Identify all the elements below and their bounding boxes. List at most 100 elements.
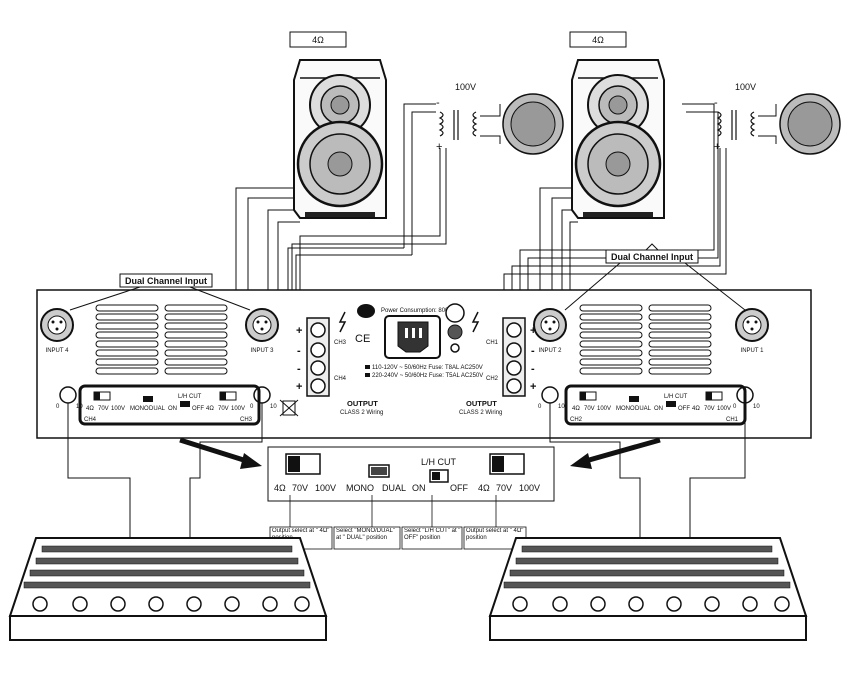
terminal-ch2-label: CH2 (486, 376, 499, 382)
transformer-left-label: 100V (455, 82, 476, 92)
svg-text:70V: 70V (98, 406, 109, 412)
svg-text:10: 10 (558, 404, 565, 410)
terminal-ch1-label: CH1 (486, 340, 499, 346)
amplifier-panel: INPUT 4 INPUT 3 INPUT 2 INPUT 1 Dual Cha… (36, 243, 812, 439)
svg-text:70V: 70V (584, 406, 595, 412)
ce-mark: CE (355, 333, 370, 345)
voltage-line-2: 220-240V ~ 50/60Hz Fuse: T5AL AC250V (372, 373, 483, 379)
lh-cut-selector[interactable]: L/H CUT ON OFF (412, 457, 468, 493)
note-output-select-right: Output select at " 4Ω" position (466, 528, 524, 541)
transformer-right: 100V - + (714, 82, 841, 155)
ch-tag-ch2: CH2 (570, 417, 583, 423)
svg-text:DUAL: DUAL (382, 483, 406, 493)
transformer-right-plus: + (714, 141, 720, 153)
note-lh-cut: Select "L/H CUT" at " OFF" position (404, 528, 461, 541)
svg-text:ON: ON (654, 406, 663, 412)
speaker-left: 4Ω (289, 31, 387, 219)
speaker-left-port (305, 212, 375, 217)
svg-text:-: - (531, 363, 535, 375)
xlr-input-2[interactable]: INPUT 2 (533, 308, 567, 354)
impedance-selector-right[interactable]: 4Ω 70V 100V (478, 453, 540, 493)
svg-text:4Ω: 4Ω (274, 483, 286, 493)
terminal-block-left: + - - + CH3 CH4 (296, 311, 347, 397)
power-inlet-area: Power Consumption: 800W CE 110-120V ~ 50… (355, 303, 483, 379)
switch-group-left: 4Ω 70V 100V MONO DUAL L/H CUT ON OFF 4Ω … (78, 384, 261, 426)
transformer-right-minus: - (714, 97, 718, 109)
xlr-input-4[interactable]: INPUT 4 (40, 308, 74, 354)
vent-grille-left (95, 304, 228, 375)
speaker-left-impedance-box (289, 31, 347, 48)
certification-icon (445, 303, 465, 323)
note-mono-dual: Select "MONO/DUAL" at " DUAL" position (336, 528, 395, 541)
svg-text:70V: 70V (704, 406, 715, 412)
terminal-screw[interactable] (506, 360, 522, 376)
svg-text:L/H CUT: L/H CUT (421, 457, 457, 467)
output-sub-right: CLASS 2 Wiring (459, 410, 502, 416)
svg-text:100V: 100V (111, 406, 125, 412)
svg-text:70V: 70V (292, 483, 308, 493)
speaker-right: 4Ω (569, 31, 665, 219)
svg-text:MONO: MONO (130, 406, 149, 412)
zoom-arrows (179, 437, 661, 469)
ch-tag-ch3: CH3 (240, 417, 253, 423)
dual-channel-left-label: Dual Channel Input (125, 276, 207, 286)
speaker-right-impedance: 4Ω (592, 35, 604, 45)
svg-text:100V: 100V (231, 406, 245, 412)
ch-tag-ch4: CH4 (84, 417, 97, 423)
svg-text:+: + (296, 381, 302, 393)
transformer-left: 100V - + (436, 82, 564, 155)
terminal-screw[interactable] (310, 322, 326, 338)
transformer-left-minus: - (436, 97, 440, 109)
svg-text:MONO: MONO (346, 483, 374, 493)
ground-screw-icon (450, 343, 460, 353)
instruction-notes: Output select at " 4Ω" position Select "… (269, 526, 527, 550)
impedance-selector-left[interactable]: 4Ω 70V 100V (274, 453, 336, 493)
svg-text:+: + (530, 325, 536, 337)
terminal-screw[interactable] (310, 360, 326, 376)
rohs-icon (447, 324, 463, 340)
mixer-left (8, 537, 328, 641)
svg-text:0: 0 (56, 404, 60, 410)
svg-text:100V: 100V (519, 483, 540, 493)
dual-channel-right-label: Dual Channel Input (611, 252, 693, 262)
svg-text:+: + (530, 381, 536, 393)
mono-dual-selector[interactable]: MONO DUAL (346, 464, 406, 493)
output-sub-left: CLASS 2 Wiring (340, 410, 383, 416)
svg-text:0: 0 (733, 404, 737, 410)
svg-text:4Ω: 4Ω (572, 406, 580, 412)
svg-text:L/H CUT: L/H CUT (664, 394, 688, 400)
svg-text:100V: 100V (315, 483, 336, 493)
dual-channel-left-box (119, 273, 213, 288)
svg-text:0: 0 (250, 404, 254, 410)
svg-text:10: 10 (270, 404, 277, 410)
svg-text:-: - (297, 345, 301, 357)
voltage-line-1: 110-120V ~ 50/60Hz Fuse: T8AL AC250V (372, 365, 483, 371)
dual-channel-right-box (605, 249, 699, 264)
svg-text:4Ω: 4Ω (206, 406, 214, 412)
svg-text:DUAL: DUAL (635, 406, 652, 412)
svg-text:-: - (531, 345, 535, 357)
terminal-screw[interactable] (310, 378, 326, 394)
terminal-screw[interactable] (506, 342, 522, 358)
output-label-right: OUTPUT (466, 399, 497, 408)
switch-detail-panel: 4Ω 70V 100V MONO DUAL L/H CUT ON OFF 4Ω … (267, 446, 555, 527)
svg-text:-: - (297, 363, 301, 375)
xlr-input-3[interactable]: INPUT 3 (245, 308, 279, 354)
svg-text:L/H CUT: L/H CUT (178, 394, 202, 400)
input-3-label: INPUT 3 (251, 348, 275, 354)
mixer-cables (67, 403, 746, 540)
ch-tag-ch1: CH1 (726, 417, 739, 423)
svg-text:100V: 100V (717, 406, 731, 412)
svg-text:100V: 100V (597, 406, 611, 412)
xlr-input-1[interactable]: INPUT 1 (735, 308, 769, 354)
svg-text:4Ω: 4Ω (478, 483, 490, 493)
svg-text:4Ω: 4Ω (692, 406, 700, 412)
terminal-screw[interactable] (310, 342, 326, 358)
terminal-screw[interactable] (506, 322, 522, 338)
terminal-ch4-label: CH4 (334, 376, 347, 382)
svg-text:70V: 70V (218, 406, 229, 412)
svg-text:OFF: OFF (450, 483, 468, 493)
terminal-screw[interactable] (506, 378, 522, 394)
power-consumption: Power Consumption: 800W (381, 308, 454, 314)
